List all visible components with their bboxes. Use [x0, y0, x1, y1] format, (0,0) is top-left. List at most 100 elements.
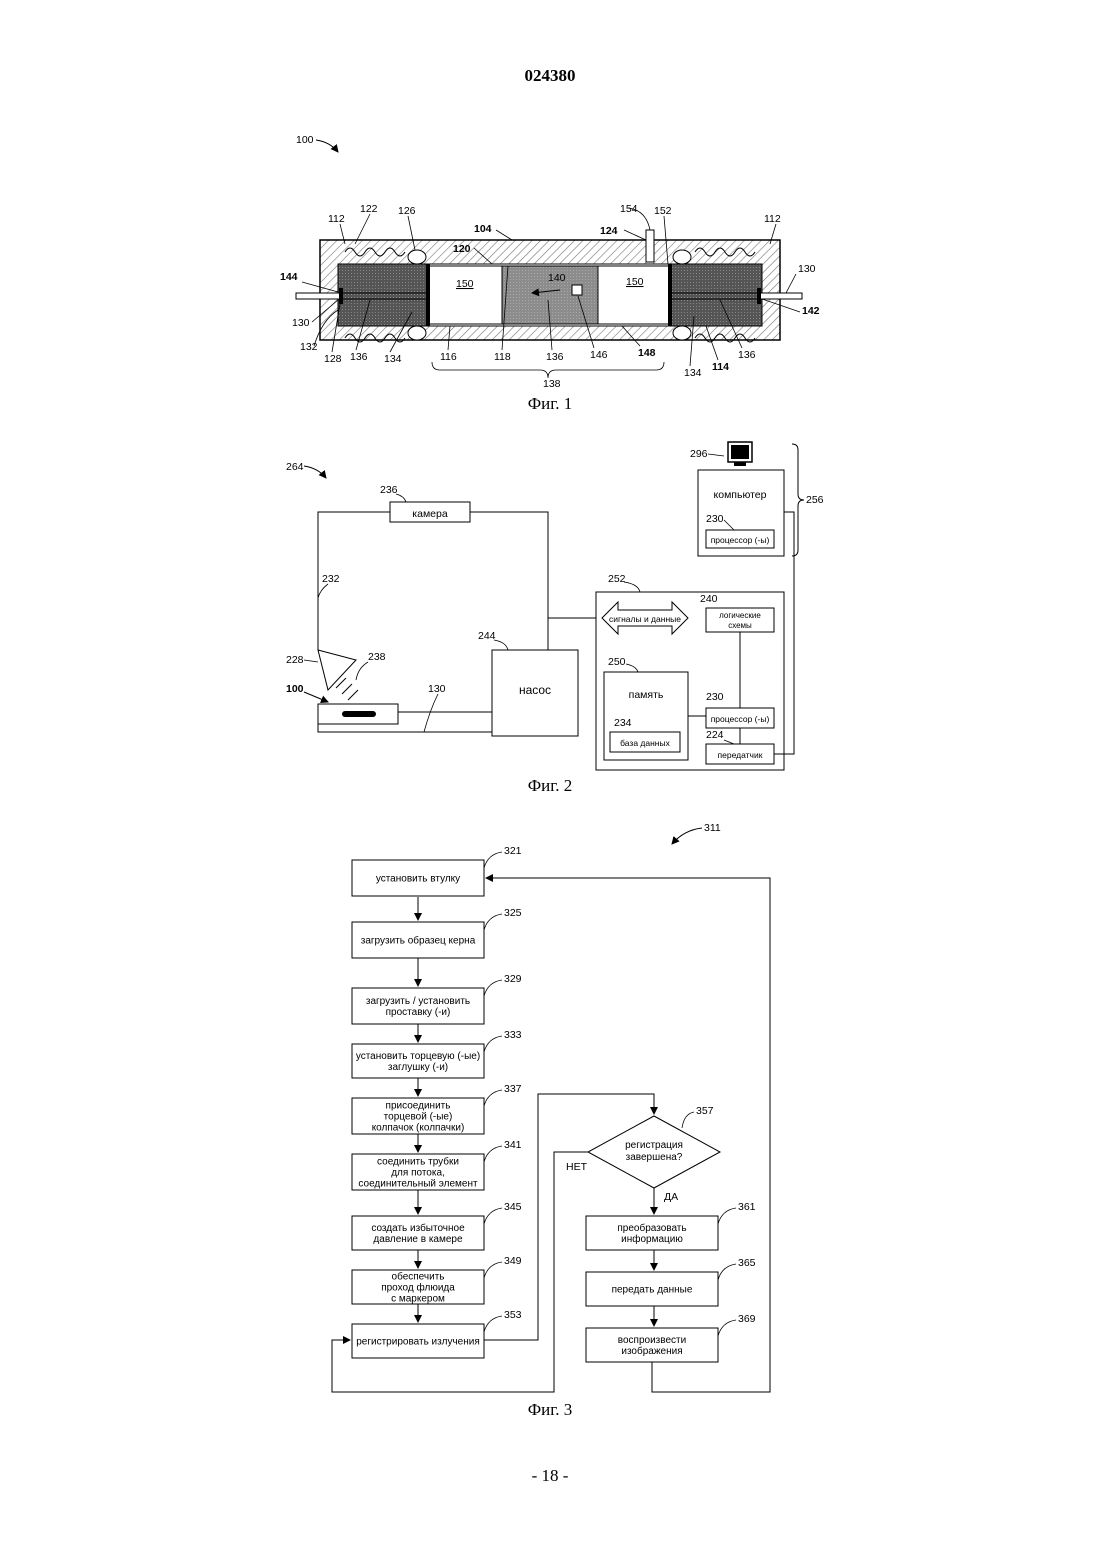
flow-step-349-text: с маркером [391, 1294, 445, 1305]
fig1-core-holder: 100 [280, 134, 820, 390]
spacer-right [598, 266, 670, 324]
flow-step-325: загрузить образец керна325 [352, 907, 522, 958]
flow-step-329-text: проставку (-и) [386, 1007, 451, 1018]
svg-text:134: 134 [384, 353, 402, 365]
svg-text:100: 100 [286, 683, 304, 695]
svg-text:схемы: схемы [728, 621, 752, 630]
svg-text:124: 124 [600, 225, 618, 237]
fig2-caption: Фиг. 2 [450, 776, 650, 796]
flow-step-345: создать избыточноедавление в камере 345 [352, 1201, 522, 1250]
flow-step-369-text: изображения [621, 1345, 682, 1357]
flow-step-353-number: 353 [504, 1309, 522, 1321]
svg-text:136: 136 [350, 351, 368, 363]
svg-text:112: 112 [328, 213, 345, 225]
svg-text:232: 232 [322, 573, 340, 585]
svg-text:236: 236 [380, 484, 398, 496]
svg-text:память: память [629, 689, 664, 701]
svg-text:154: 154 [620, 203, 638, 215]
page-footer: - 18 - [0, 1466, 1100, 1486]
svg-text:114: 114 [712, 361, 729, 373]
svg-text:118: 118 [494, 351, 511, 363]
svg-text:130: 130 [292, 317, 310, 329]
flow-step-337: присоединитьторцевой (-ые)колпачок (колп… [352, 1083, 522, 1134]
flow-step-361-text: преобразовать [617, 1222, 686, 1234]
svg-text:камера: камера [412, 508, 448, 520]
flow-step-321-text: установить втулку [376, 874, 460, 885]
svg-text:150: 150 [456, 278, 474, 290]
flow-step-353-text: регистрировать излучения [356, 1337, 480, 1348]
flow-step-341-text: соединительный элемент [358, 1179, 478, 1190]
flow-step-353: регистрировать излучения 353 [352, 1309, 522, 1358]
svg-text:130: 130 [798, 263, 816, 275]
flow-step-349-number: 349 [504, 1255, 522, 1267]
flow-step-337-text: присоединить [386, 1101, 451, 1112]
svg-text:104: 104 [474, 223, 492, 235]
end-plug-left [338, 264, 428, 326]
flow-step-365: передать данные365 [586, 1257, 756, 1306]
flow-step-333: установить торцевую (-ые)заглушку (-и)33… [352, 1029, 522, 1078]
svg-text:122: 122 [360, 203, 378, 215]
svg-text:процессор (-ы): процессор (-ы) [711, 714, 770, 724]
svg-text:процессор (-ы): процессор (-ы) [711, 535, 770, 545]
svg-text:126: 126 [398, 205, 416, 217]
svg-text:НЕТ: НЕТ [566, 1161, 588, 1173]
svg-text:сигналы и данные: сигналы и данные [609, 614, 681, 624]
flow-step-349-text: проход флюида [381, 1282, 455, 1294]
svg-text:357: 357 [696, 1105, 714, 1117]
svg-text:152: 152 [654, 205, 672, 217]
flow-step-369-number: 369 [738, 1313, 756, 1325]
svg-text:240: 240 [700, 593, 718, 605]
flow-step-337-text: колпачок (колпачки) [372, 1123, 465, 1134]
flow-step-329-text: загрузить / установить [366, 996, 470, 1007]
svg-text:134: 134 [684, 367, 702, 379]
flow-step-325-number: 325 [504, 907, 522, 919]
flow-step-345-text: давление в камере [373, 1234, 463, 1245]
fig2-system: 264 камера 236 232 228 238 100 130 насос [286, 442, 824, 770]
monitor-icon [728, 442, 752, 466]
flow-step-349: обеспечитьпроход флюидас маркером 349 [352, 1255, 522, 1305]
svg-text:база данных: база данных [620, 738, 670, 748]
svg-text:передатчик: передатчик [718, 750, 763, 760]
flow-step-333-text: заглушку (-и) [388, 1062, 448, 1073]
svg-text:112: 112 [764, 213, 781, 225]
flow-step-321: установить втулку321 [352, 845, 522, 896]
flow-step-349-text: обеспечить [392, 1271, 445, 1283]
flow-step-361-number: 361 [738, 1201, 756, 1213]
svg-text:136: 136 [546, 351, 564, 363]
svg-text:138: 138 [543, 378, 561, 390]
svg-text:140: 140 [548, 272, 566, 284]
flow-step-341-number: 341 [504, 1139, 522, 1151]
svg-text:144: 144 [280, 271, 298, 283]
flow-step-337-text: торцевой (-ые) [384, 1112, 453, 1123]
flow-step-345-text: создать избыточное [371, 1222, 465, 1234]
svg-text:130: 130 [428, 683, 446, 695]
svg-text:136: 136 [738, 349, 756, 361]
svg-text:регистрация: регистрация [625, 1140, 683, 1151]
fig3-caption: Фиг. 3 [450, 1400, 650, 1420]
svg-text:150: 150 [626, 276, 644, 288]
svg-text:311: 311 [704, 822, 721, 834]
svg-text:142: 142 [802, 305, 820, 317]
spacer-left [428, 266, 502, 324]
svg-text:ДА: ДА [664, 1191, 678, 1203]
flow-step-365-number: 365 [738, 1257, 756, 1269]
svg-text:насос: насос [519, 683, 551, 697]
flow-step-329-number: 329 [504, 973, 522, 985]
svg-text:234: 234 [614, 717, 632, 729]
svg-text:238: 238 [368, 651, 386, 663]
flow-step-341-text: соединить трубки [377, 1156, 459, 1168]
svg-text:296: 296 [690, 448, 708, 460]
svg-text:116: 116 [440, 351, 457, 363]
svg-text:148: 148 [638, 347, 656, 359]
flow-step-333-number: 333 [504, 1029, 522, 1041]
svg-text:компьютер: компьютер [714, 489, 767, 501]
svg-text:256: 256 [806, 494, 824, 506]
svg-text:146: 146 [590, 349, 608, 361]
flow-step-345-number: 345 [504, 1201, 522, 1213]
end-plug-right [670, 264, 762, 326]
svg-text:завершена?: завершена? [626, 1152, 683, 1163]
flow-step-341-text: для потока, [391, 1168, 445, 1179]
svg-text:логические: логические [719, 611, 761, 620]
svg-text:250: 250 [608, 656, 626, 668]
fig1-ref-100: 100 [296, 134, 314, 146]
